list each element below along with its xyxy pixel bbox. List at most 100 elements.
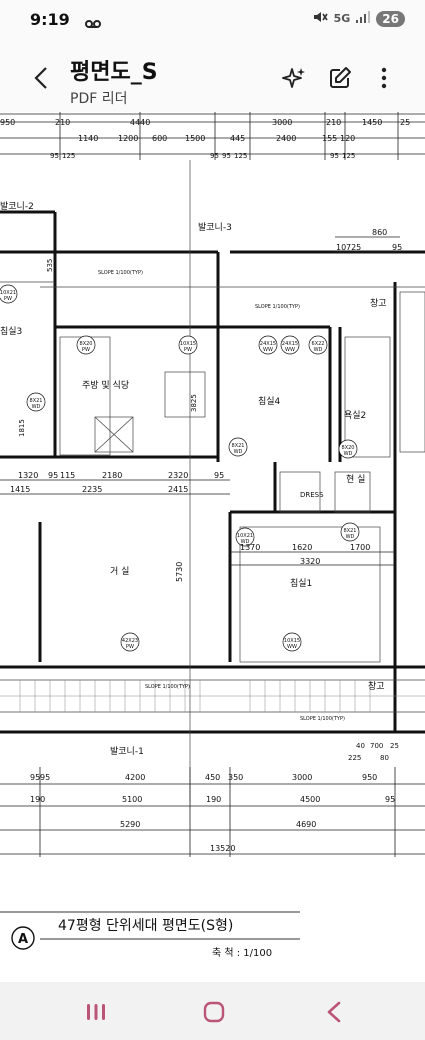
room-label-dress: DRESS [300, 491, 324, 499]
dim-label: 535 [46, 259, 54, 272]
dim-label: 95 [30, 773, 40, 782]
dim-label: 95 [330, 152, 339, 160]
dim-label: 700 [370, 742, 383, 750]
battery-icon: 26 [376, 10, 405, 27]
door-tag: 8X20 [80, 341, 93, 347]
dim-label: 445 [230, 134, 245, 143]
slope-note: SLOPE 1/100(TYP) [255, 304, 300, 310]
dim-label: 950 [362, 773, 377, 782]
dim-label: 10 [336, 243, 346, 252]
app-bar: 평면도_S PDF 리더 [0, 40, 425, 112]
dim-label: 3825 [190, 394, 198, 412]
dim-label: 3320 [300, 557, 320, 566]
walls [0, 210, 425, 734]
dim-label: 3000 [272, 118, 292, 127]
plan-marker [11, 926, 35, 950]
dim-label: 2320 [168, 471, 188, 480]
dim-label: 125 [342, 152, 355, 160]
dim-label: 120 [340, 134, 355, 143]
recents-button[interactable] [82, 998, 110, 1026]
dim-label: 125 [234, 152, 247, 160]
door-tag: 10X21 [237, 533, 253, 539]
dim-label: 95 [385, 795, 395, 804]
dim-label: 95 [40, 773, 50, 782]
door-tag: WW [285, 347, 295, 353]
door-tag: WW [287, 644, 297, 650]
dim-label: 1815 [18, 419, 26, 437]
dim-label: 725 [346, 243, 361, 252]
dim-label: 210 [326, 118, 341, 127]
door-tag: PW [82, 347, 90, 353]
dim-label: 80 [380, 754, 389, 762]
door-tag: WD [241, 539, 250, 545]
dim-label: 1700 [350, 543, 370, 552]
room-label-storage2: 창고 [368, 681, 385, 692]
back-icon [327, 1001, 341, 1023]
thin-lines [0, 160, 425, 802]
system-nav-bar [0, 982, 425, 1040]
dim-label: 225 [348, 754, 361, 762]
dim-label: 1415 [10, 485, 30, 494]
mid-dimension-lines [0, 236, 400, 566]
voicemail-icon [85, 14, 101, 33]
door-tag: 8X21 [30, 398, 43, 404]
dim-label: 95 [50, 152, 59, 160]
dim-label: 1450 [362, 118, 382, 127]
door-tag: 8X21 [344, 528, 357, 534]
door-tag: 10X15 [180, 341, 196, 347]
more-options-button[interactable] [370, 64, 398, 92]
door-tag: PW [126, 644, 134, 650]
dim-label: 3000 [292, 773, 312, 782]
door-tag-circles [0, 284, 360, 652]
status-bar: 9:19 5G 26 [0, 0, 425, 40]
plan-scale: 축 척 : 1/100 [212, 947, 272, 959]
dim-label: 190 [30, 795, 45, 804]
room-label-bath: 욕실2 [344, 410, 366, 421]
dim-label: 95 [210, 152, 219, 160]
dim-label: 1620 [292, 543, 312, 552]
door-tag: PW [4, 296, 12, 302]
app-name: PDF 리더 [70, 91, 128, 107]
door-tag: WW [263, 347, 273, 353]
top-dimension-lines [0, 112, 425, 160]
door-tag: WD [344, 451, 353, 457]
door-tag: 8X20 [342, 445, 355, 451]
room-label-kitchen: 주방 및 식당 [82, 379, 129, 391]
back-button[interactable] [30, 66, 54, 90]
dim-label: 5290 [120, 820, 140, 829]
edit-button[interactable] [326, 64, 354, 92]
door-tag: PW [184, 347, 192, 353]
door-tag: 24X15 [282, 341, 298, 347]
document-title: 평면도_S [70, 60, 158, 85]
dim-label: 350 [228, 773, 243, 782]
home-button[interactable] [200, 998, 228, 1026]
top-dims-row2: 1140 1200 600 1500 445 2400 155 120 [78, 134, 355, 143]
dim-label: 450 [205, 773, 220, 782]
dim-label: 1500 [185, 134, 205, 143]
dim-label: 2180 [102, 471, 122, 480]
ai-sparkle-button[interactable] [280, 64, 308, 92]
dim-label: 1200 [118, 134, 138, 143]
nav-back-button[interactable] [320, 998, 348, 1026]
pdf-page-viewer[interactable]: 4440 210 3000 210 1450 25 950 1140 1200 … [0, 112, 425, 982]
dim-label: 95 [214, 471, 224, 480]
plan-marker-letter: A [18, 932, 28, 947]
mute-icon [312, 10, 328, 27]
home-icon [203, 1001, 225, 1023]
slope-note: SLOPE 1/100(TYP) [300, 716, 345, 722]
dim-label: 2415 [168, 485, 188, 494]
door-tags: 8X21 WD 8X20 PW 10X15 PW 8X21 WD 8X20 WD… [0, 290, 356, 650]
door-tag: WD [346, 534, 355, 540]
dim-label: 860 [372, 228, 387, 237]
dim-label: 95 [48, 471, 58, 480]
dim-label: 155 [322, 134, 337, 143]
mid-dims: 1320 95 115 2180 2320 95 1415 2235 2415 … [10, 228, 402, 582]
room-label-balcony1: 발코니-1 [110, 746, 144, 757]
slope-note: SLOPE 1/100(TYP) [145, 684, 190, 690]
dim-label: 2235 [82, 485, 102, 494]
room-label-balcony2: 발코니-2 [0, 201, 34, 212]
dim-label: 5100 [122, 795, 142, 804]
dim-label: 25 [400, 118, 410, 127]
dim-label: 95 [392, 243, 402, 252]
dim-label: 25 [390, 742, 399, 750]
